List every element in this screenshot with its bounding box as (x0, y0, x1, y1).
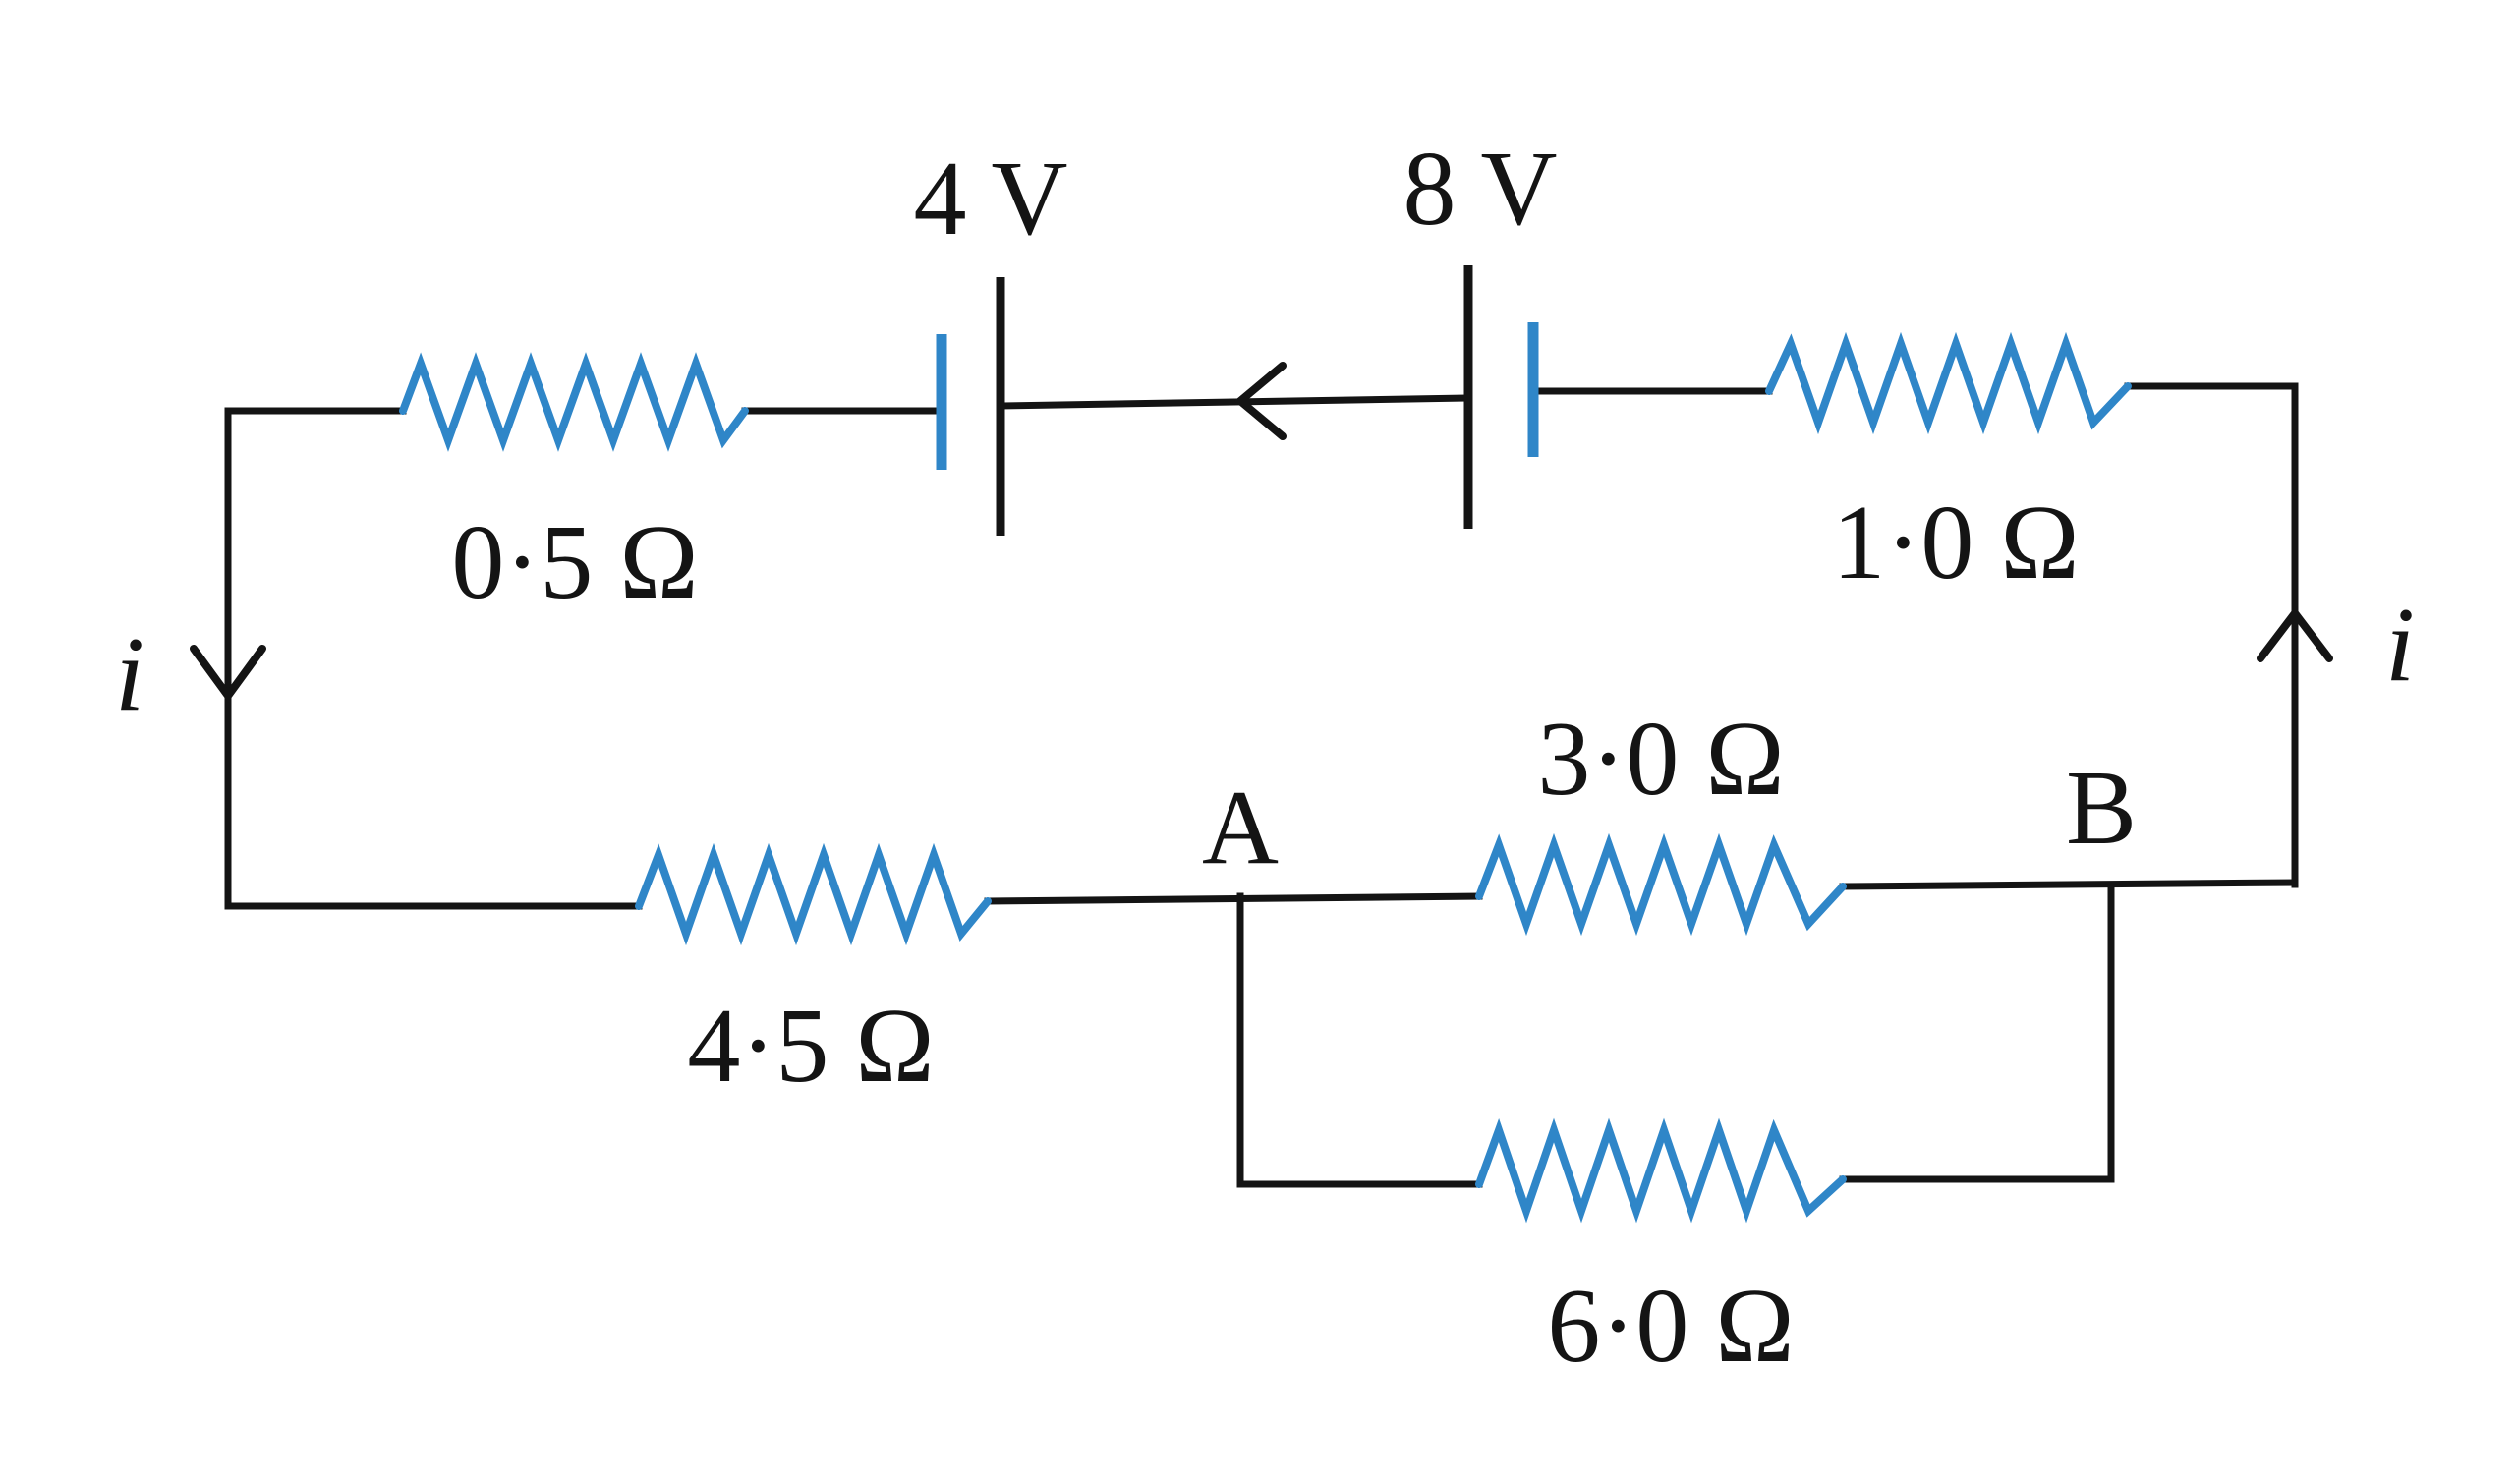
resistor-0-5-ohm-label: 0·5 Ω (451, 504, 698, 621)
wire-a-branch (1236, 892, 1483, 1188)
battery-4v-label: 4 V (913, 141, 1067, 257)
current-label-right: i (2385, 587, 2415, 704)
battery-8v-label: 8 V (1402, 131, 1557, 248)
current-arrow-left-down-icon (190, 645, 266, 703)
current-arrow-top-icon (1233, 362, 1287, 440)
resistor-3-0-ohm-label: 3·0 Ω (1537, 701, 1784, 818)
wire-between-batteries (999, 394, 1468, 410)
node-a-label: A (1202, 770, 1279, 886)
resistor-1-0-ohm (1765, 331, 2132, 435)
wire-r45-to-a (984, 892, 1483, 905)
wire-b-branch (1839, 881, 2115, 1183)
resistor-4-5-ohm (635, 842, 992, 946)
wire-r30-to-b (1839, 879, 2299, 890)
wire-left-bottom (224, 698, 643, 910)
battery-4v (936, 277, 1005, 536)
wire-left-top (224, 407, 407, 706)
resistor-6-0-ohm (1475, 1117, 1847, 1224)
resistor-4-5-ohm-label: 4·5 Ω (687, 988, 934, 1105)
current-arrow-right-up-icon (2257, 606, 2333, 662)
resistor-6-0-ohm-label: 6·0 Ω (1547, 1268, 1794, 1385)
resistor-0-5-ohm (399, 352, 749, 452)
node-b-label: B (2066, 750, 2137, 867)
resistor-1-0-ohm-label: 1·0 Ω (1832, 485, 2079, 601)
resistor-3-0-ohm (1475, 832, 1847, 937)
current-label-left: i (115, 616, 144, 733)
battery-8v (1463, 265, 1539, 529)
wire-right-top (2124, 382, 2299, 888)
